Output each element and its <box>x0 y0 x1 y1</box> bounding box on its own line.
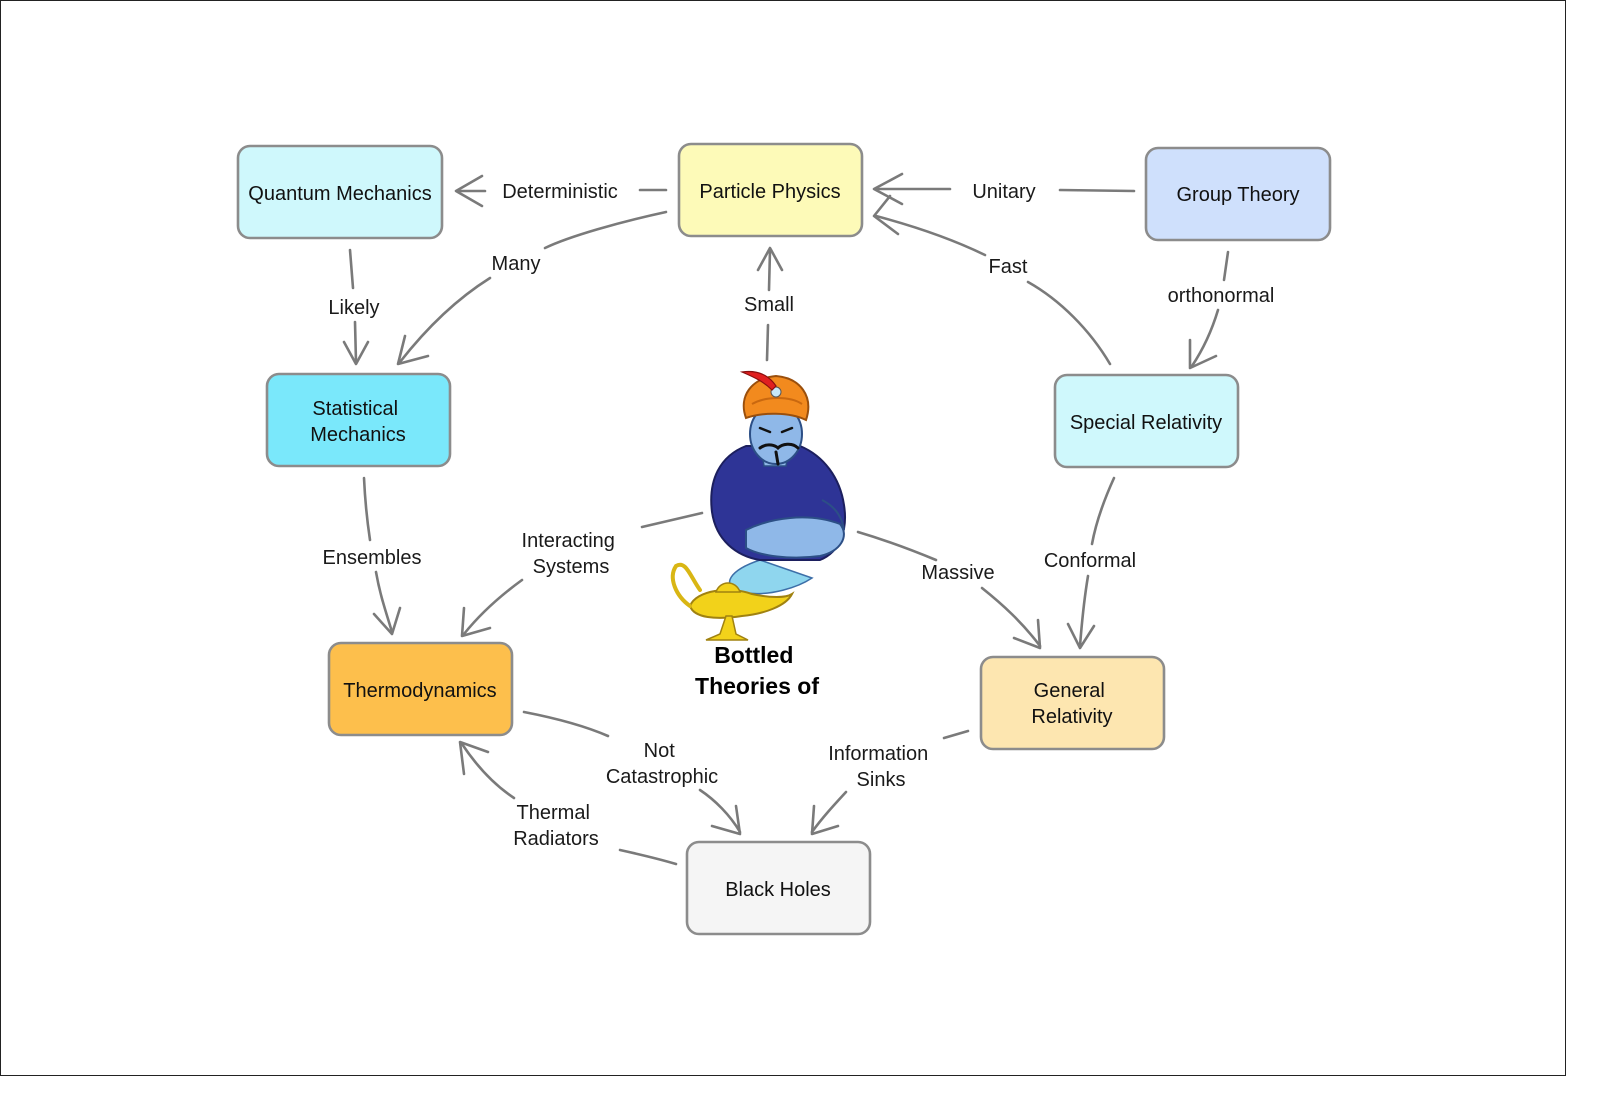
arrowhead-icon <box>872 172 904 206</box>
edge-label-information-sinks: Information Sinks <box>828 743 934 791</box>
node-label: Group Theory <box>1176 184 1299 206</box>
edge-information-sinks: Information Sinks <box>810 729 970 836</box>
node-statistical-mechanics[interactable]: Statistical Mechanics <box>265 372 452 468</box>
arrowhead-icon <box>872 194 900 236</box>
edge-small: Small <box>744 246 794 362</box>
arrowhead-icon <box>1066 622 1096 650</box>
edge-label-interacting-systems: Interacting Systems <box>522 530 621 578</box>
arrowhead-icon <box>396 334 430 366</box>
node-thermodynamics[interactable]: Thermodynamics <box>327 641 514 737</box>
node-label: Black Holes <box>725 879 831 901</box>
node-label: General Relativity <box>1031 680 1112 728</box>
arrowhead-icon <box>756 246 784 272</box>
edge-conformal: Conformal <box>1044 476 1136 650</box>
edge-label-unitary: Unitary <box>972 181 1035 203</box>
edge-label-orthonormal: orthonormal <box>1168 285 1275 307</box>
node-quantum-mechanics[interactable]: Quantum Mechanics <box>236 144 444 240</box>
arrowhead-icon <box>1188 338 1218 370</box>
edge-label-ensembles: Ensembles <box>323 547 422 569</box>
node-label: Thermodynamics <box>343 680 496 702</box>
edge-label-massive: Massive <box>921 562 994 584</box>
node-label: Particle Physics <box>699 181 840 203</box>
node-special-relativity[interactable]: Special Relativity <box>1053 373 1240 469</box>
edge-fast: Fast <box>872 194 1112 366</box>
edge-label-small: Small <box>744 294 794 316</box>
arrowhead-icon <box>710 804 742 836</box>
node-general-relativity[interactable]: General Relativity <box>979 655 1166 751</box>
edge-ensembles: Ensembles <box>323 476 422 636</box>
node-black-holes[interactable]: Black Holes <box>685 840 872 936</box>
edge-label-conformal: Conformal <box>1044 550 1136 572</box>
node-particle-physics[interactable]: Particle Physics <box>677 142 864 238</box>
node-label: Statistical Mechanics <box>310 398 406 446</box>
genie-icon <box>670 370 846 641</box>
edge-massive: Massive <box>856 530 1042 650</box>
arrowhead-icon <box>372 606 402 636</box>
edge-label-likely: Likely <box>328 297 379 319</box>
center-caption: Bottled Theories of <box>695 642 819 699</box>
arrowhead-icon <box>810 804 840 836</box>
edge-unitary: Unitary <box>872 172 1136 206</box>
edge-interacting-systems: Interacting Systems <box>460 511 704 638</box>
edge-thermal-radiators: Thermal Radiators <box>458 740 678 866</box>
edge-likely: Likely <box>328 248 380 366</box>
edge-orthonormal: orthonormal <box>1168 250 1275 370</box>
edge-deterministic: Deterministic <box>454 174 668 208</box>
arrowhead-icon <box>342 340 370 366</box>
edge-label-fast: Fast <box>989 256 1028 278</box>
node-label: Quantum Mechanics <box>248 183 431 205</box>
node-label: Special Relativity <box>1070 412 1222 434</box>
arrowhead-icon <box>460 606 492 638</box>
arrowhead-icon <box>1012 618 1042 650</box>
arrowhead-icon <box>454 174 484 208</box>
edge-label-thermal-radiators: Thermal Radiators <box>513 802 599 850</box>
edge-label-many: Many <box>492 253 541 275</box>
edge-label-deterministic: Deterministic <box>502 181 618 203</box>
edge-label-not-catastrophic: Not Catastrophic <box>606 740 718 788</box>
edge-not-catastrophic: Not Catastrophic <box>522 710 742 836</box>
node-group-theory[interactable]: Group Theory <box>1144 146 1332 242</box>
edge-many: Many <box>396 210 668 366</box>
arrowhead-icon <box>458 740 490 776</box>
magic-lamp-icon <box>670 562 795 641</box>
